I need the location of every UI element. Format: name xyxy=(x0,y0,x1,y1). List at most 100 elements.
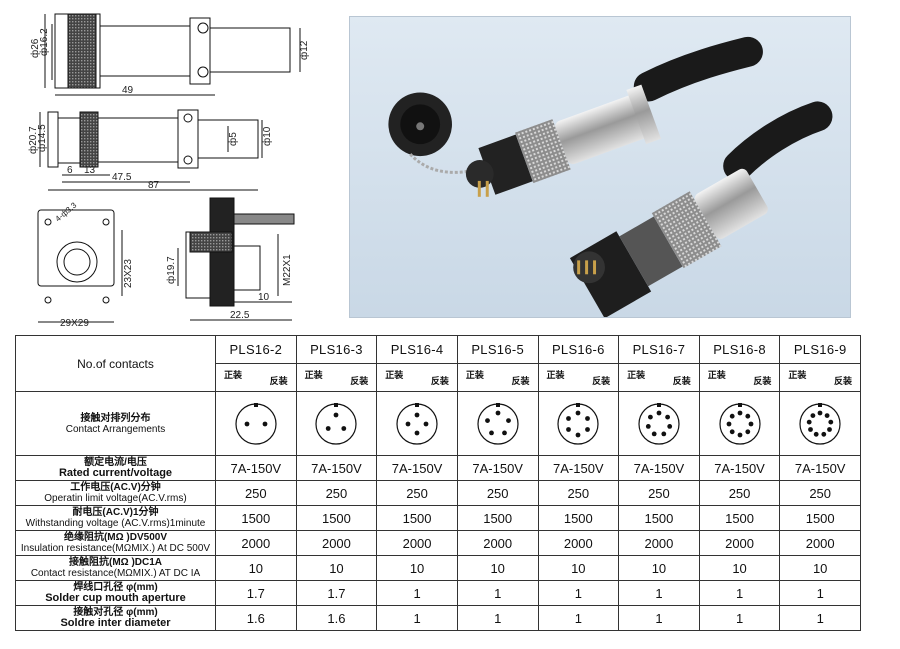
row-label-en: Rated current/voltage xyxy=(58,467,173,479)
table-cell: 1.7 xyxy=(215,580,297,606)
spec-table: No.of contacts PLS16-2 PLS16-3 PLS16-4 P… xyxy=(15,335,861,631)
pin-dot xyxy=(827,426,833,432)
table-cell: 250 xyxy=(456,480,539,506)
pin-dot xyxy=(744,413,750,419)
table-cell: 1.6 xyxy=(295,605,378,631)
pin-dot xyxy=(505,417,511,423)
mount-normal-label: 正装 xyxy=(546,370,565,380)
contact-arrangement-icon xyxy=(638,402,680,445)
pin-dot xyxy=(651,431,657,436)
contact-arrangement-cell xyxy=(215,391,297,456)
pin-dot xyxy=(575,410,581,415)
pin-dot xyxy=(334,412,339,417)
row-label-en: Withstanding voltage (AC.V.rms)1minute xyxy=(25,518,206,529)
dim-d16-2: ф16.2 xyxy=(38,28,50,56)
row-label-zh: 接触阻抗(MΩ )DC1A xyxy=(68,557,162,568)
table-cell: 1 xyxy=(456,605,539,631)
pin-dot xyxy=(828,419,834,424)
row-label: 接触对孔径 φ(mm)Soldre inter diameter xyxy=(15,605,216,631)
pin-dot xyxy=(810,412,816,418)
product-photo xyxy=(349,16,851,318)
table-cell: 2000 xyxy=(537,530,620,556)
dim-d5: ф5 xyxy=(227,132,239,146)
row-label-zh: 绝缘阻抗(MΩ )DV500V xyxy=(63,532,168,543)
mount-reverse-label: 反装 xyxy=(592,376,611,386)
pin-dot xyxy=(585,415,591,421)
mount-normal-label: 正装 xyxy=(627,370,646,380)
table-cell: 10 xyxy=(376,555,458,581)
row-label-zh: 焊线口孔径 φ(mm) xyxy=(73,582,158,593)
table-cell: 1 xyxy=(779,580,861,606)
table-cell: 1 xyxy=(537,605,620,631)
table-cell: 1 xyxy=(376,605,458,631)
table-cell: 1 xyxy=(779,605,861,631)
table-cell: 1 xyxy=(537,580,620,606)
pin-dot xyxy=(326,425,332,431)
pin-dot xyxy=(726,421,731,426)
contact-arrangement-icon xyxy=(315,402,358,445)
row-label-en: Contact resistance(MΩMIX.) AT DC IA xyxy=(30,568,201,579)
table-cell: 7A-150V xyxy=(618,455,700,481)
pin-dot xyxy=(423,421,429,426)
row-label-en: Operatin limit voltage(AC.V.rms) xyxy=(44,493,187,504)
dim-d20-7: ф20.7 xyxy=(27,126,39,154)
pin-dot xyxy=(566,426,572,432)
table-cell: 2000 xyxy=(618,530,700,556)
table-cell: 7A-150V xyxy=(376,455,458,481)
row-label-zh: 工作电压(AC.V)分钟 xyxy=(70,482,161,493)
pin-dot xyxy=(744,428,750,434)
table-cell: 10 xyxy=(537,555,620,581)
contact-arrangement-cell xyxy=(295,391,378,456)
pin-dot xyxy=(737,432,742,437)
table-cell: 250 xyxy=(698,480,781,506)
pin-dot xyxy=(645,423,651,429)
pin-dot xyxy=(813,431,819,437)
dim-6: 6 xyxy=(67,165,73,176)
dim-87: 87 xyxy=(148,180,160,191)
mount-reverse-label: 反装 xyxy=(753,376,772,386)
pin-dot xyxy=(262,421,268,426)
table-cell: 1.6 xyxy=(215,605,297,631)
pin-dot xyxy=(824,412,830,418)
contact-arrangement-icon xyxy=(718,402,761,445)
row-label-zh: 接触对孔径 φ(mm) xyxy=(73,607,158,618)
row-label-zh: 接触对排列分布 xyxy=(80,412,151,424)
table-cell: 1500 xyxy=(456,505,539,531)
pin-dot xyxy=(566,415,572,421)
dim-d14-5: ф14.5 xyxy=(36,124,48,152)
pin-dot xyxy=(405,421,411,426)
table-cell: 10 xyxy=(779,555,861,581)
table-cell: 10 xyxy=(618,555,700,581)
model-cell: PLS16-2 xyxy=(215,335,297,364)
table-cell: 250 xyxy=(618,480,700,506)
mount-reverse-label: 反装 xyxy=(672,376,691,386)
dim-hole: 4-ф3.3 xyxy=(54,200,79,223)
dim-d12: ф12 xyxy=(298,40,310,60)
model-cell: PLS16-6 xyxy=(537,335,620,364)
mount-reverse-label: 反装 xyxy=(269,376,288,386)
dim-47-5: 47.5 xyxy=(112,172,132,183)
dim-m22: M22X1 xyxy=(282,254,293,286)
row-label-en: Solder cup mouth aperture xyxy=(45,592,186,604)
mount-row: 正装反装正装反装正装反装正装反装正装反装正装反装正装反装正装反装 xyxy=(16,363,861,392)
table-cell: 250 xyxy=(537,480,620,506)
technical-drawing: ф26 ф16.2 ф12 49 ф20.7 ф14.5 ф5 ф10 6 13… xyxy=(27,13,310,329)
pin-dot xyxy=(806,419,812,424)
table-cell: 1 xyxy=(698,605,781,631)
dim-d10: ф10 xyxy=(261,126,273,146)
mount-reverse-label: 反装 xyxy=(511,376,530,386)
contact-arrangement-cell xyxy=(456,391,539,456)
table-cell: 7A-150V xyxy=(295,455,378,481)
pin-dot xyxy=(729,428,735,434)
table-cell: 7A-150V xyxy=(456,455,539,481)
table-cell: 250 xyxy=(779,480,861,506)
dim-10: 10 xyxy=(258,292,270,303)
table-cell: 7A-150V xyxy=(698,455,781,481)
mount-cell: 正装反装 xyxy=(698,363,781,392)
pin-dot xyxy=(748,421,753,426)
mount-reverse-label: 反装 xyxy=(350,376,369,386)
